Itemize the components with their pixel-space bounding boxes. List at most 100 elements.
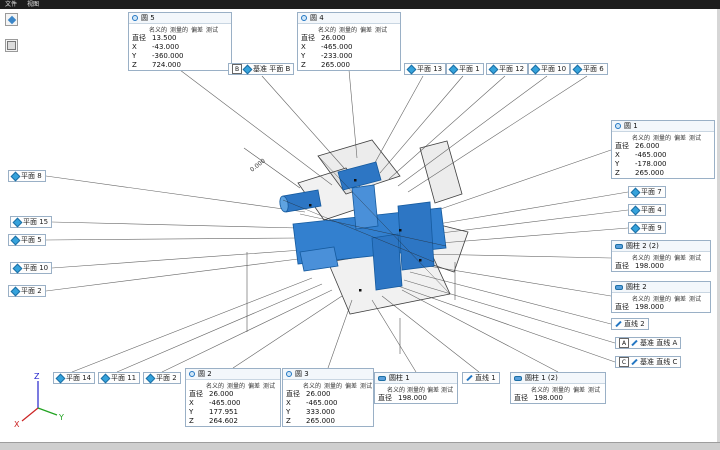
col-header: 名义的 [632,135,651,142]
col-header: 测试 [263,383,276,390]
plane-label-10-left[interactable]: 平面 10 [10,262,53,274]
plane-label-6[interactable]: 平面 6 [570,63,608,75]
datum-label-text: 基准 平面 B [253,65,291,73]
plane-label-14[interactable]: 平面 14 [53,372,96,384]
plane-label-1[interactable]: 平面 1 [446,63,484,75]
feature-box-headers: 名义的 测量的 偏差 测试 [298,24,400,34]
plane-label-text: 平面 12 [499,65,525,73]
plane-icon [530,64,541,74]
datum-label-b[interactable]: B 基准 平面 B [228,63,295,75]
plane-icon [55,373,66,383]
datum-label-c[interactable]: C 基准 直线 C [615,356,682,368]
datum-label-a[interactable]: A 基准 直线 A [615,337,682,349]
line-label-1[interactable]: 直线 1 [462,372,500,384]
col-header: 测试 [441,387,454,394]
row-label: 直径 [301,34,315,42]
col-header: 测量的 [324,383,343,390]
toolbar-button-1[interactable] [5,13,18,26]
feature-name: 圆柱 2 (2) [626,242,659,250]
line-label-text: 直线 1 [475,374,496,382]
plane-icon [145,373,156,383]
plane-label-10-top[interactable]: 平面 10 [528,63,571,75]
row-label: 直径 [615,262,629,270]
cylinder-icon [615,243,623,249]
feature-row: X-465.000 [298,43,400,52]
plane-label-2-bottom[interactable]: 平面 2 [143,372,181,384]
row-label: Y [615,160,620,168]
feature-box-title: 圆 4 [298,13,400,24]
plane-label-15[interactable]: 平面 15 [10,216,53,228]
plane-label-7[interactable]: 平面 7 [628,186,666,198]
feature-row: X-43.000 [129,43,231,52]
row-label: Y [189,408,194,416]
cylinder-icon [615,284,623,290]
circle-icon [301,15,307,21]
row-value: 26.000 [209,390,234,398]
cylinder-icon [514,375,522,381]
plane-icon [448,64,459,74]
cad-model[interactable]: 0.000 [243,139,469,354]
plane-label-12[interactable]: 平面 12 [486,63,529,75]
line-label-2[interactable]: 直线 2 [611,318,649,330]
datum-letter: B [232,64,242,74]
feature-box-headers: 名义的 测量的 偏差 测试 [283,380,373,390]
feature-box-title: 圆 1 [612,121,714,132]
plane-label-9[interactable]: 平面 9 [628,222,666,234]
feature-box-title: 圆柱 2 [612,282,710,293]
plane-label-text: 平面 10 [541,65,567,73]
plane-label-5[interactable]: 平面 5 [8,234,46,246]
right-scroll-edge[interactable] [717,9,720,442]
feature-box-headers: 名义的 测量的 偏差 测试 [612,293,710,303]
line-icon [631,358,638,366]
datum-label-text: 基准 直线 A [640,339,678,347]
row-value: 26.000 [635,142,660,150]
plane-label-2-left[interactable]: 平面 2 [8,285,46,297]
row-label: 直径 [514,394,528,402]
row-label: X [189,399,194,407]
menu-item-view[interactable]: 视图 [27,1,40,8]
col-header: 偏差 [345,383,358,390]
plane-icon [10,286,21,296]
toolbar-button-2[interactable] [5,39,18,52]
menu-item-file[interactable]: 文件 [5,1,18,8]
plane-label-text: 平面 7 [641,188,662,196]
row-value: -43.000 [152,43,180,51]
row-label: Y [132,52,137,60]
row-value: 265.000 [635,169,664,177]
circle-icon [286,371,292,377]
menu-bar: 文件 视图 [0,0,720,9]
feature-box-title: 圆 2 [186,369,280,380]
plane-label-11[interactable]: 平面 11 [98,372,141,384]
row-value: -465.000 [321,43,353,51]
line-icon [631,339,638,347]
col-header: 测试 [588,387,601,394]
circle-icon [189,371,195,377]
feature-name: 圆柱 1 (2) [525,374,558,382]
feature-name: 圆 3 [295,370,309,378]
plane-label-4[interactable]: 平面 4 [628,204,666,216]
row-value: 333.000 [306,408,335,416]
plane-label-13[interactable]: 平面 13 [404,63,447,75]
plane-label-text: 平面 15 [23,218,49,226]
plane-label-text: 平面 8 [21,172,42,180]
plane-icon [630,187,641,197]
plane-label-8[interactable]: 平面 8 [8,170,46,182]
datum-letter: C [619,357,629,367]
feature-row: Y-360.000 [129,52,231,61]
row-value: 198.000 [635,303,664,311]
plane-label-text: 平面 10 [23,264,49,272]
